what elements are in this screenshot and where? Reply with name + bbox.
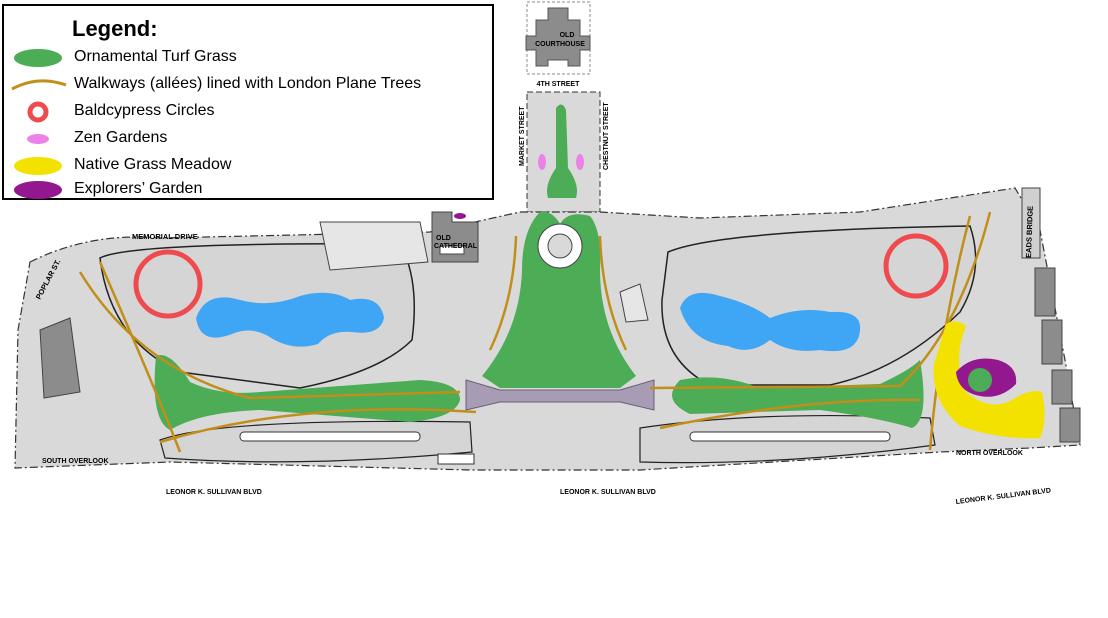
- leonor-label-2: LEONOR K. SULLIVAN BLVD: [560, 489, 656, 496]
- turf-east: [672, 360, 924, 428]
- old-cathedral-label-1: OLD: [436, 235, 451, 242]
- eads-bridge-label: EADS BRIDGE: [1024, 206, 1035, 258]
- walkways: [78, 211, 992, 453]
- pond-west: [196, 292, 384, 347]
- legend-item-meadow: Native Grass Meadow: [4, 154, 484, 178]
- legend-label-baldcypress: Baldcypress Circles: [74, 102, 215, 119]
- old-courthouse-label-2: COURTHOUSE: [535, 41, 585, 48]
- zen-garden-east: [576, 154, 584, 170]
- zen-garden-west: [538, 154, 546, 170]
- turf-swatch-icon: [14, 49, 62, 67]
- turf-west: [154, 355, 460, 430]
- legend-label-meadow: Native Grass Meadow: [74, 156, 232, 173]
- pond-east: [680, 292, 861, 352]
- baldcypress-swatch-icon: [27, 101, 49, 123]
- explorers-swatch-icon: [14, 181, 62, 199]
- old-courthouse: OLD COURTHOUSE: [525, 1, 591, 75]
- north-mall: [526, 91, 601, 213]
- legend-title: Legend:: [72, 16, 158, 41]
- zen-swatch-icon: [27, 134, 49, 144]
- legend-item-turf: Ornamental Turf Grass: [4, 46, 484, 70]
- memorial-drive-label: MEMORIAL DRIVE: [132, 232, 198, 241]
- leonor-label-1: LEONOR K. SULLIVAN BLVD: [166, 489, 262, 496]
- baldcypress-circle-west: [133, 249, 203, 319]
- meadow-swatch-icon: [14, 157, 62, 175]
- market-street-label: MARKET STREET: [519, 106, 526, 166]
- legend-label-turf: Ornamental Turf Grass: [74, 48, 237, 65]
- old-cathedral: OLD CATHEDRAL: [431, 211, 479, 263]
- plaza: [465, 379, 655, 411]
- chestnut-street-label: CHESTNUT STREET: [603, 102, 610, 170]
- fourth-street-label: 4TH STREET: [537, 81, 581, 88]
- legend: Legend: Ornamental Turf Grass Walkways (…: [2, 4, 494, 200]
- old-cathedral-label-2: CATHEDRAL: [434, 243, 478, 250]
- north-overlook-label: NORTH OVERLOOK: [956, 450, 1023, 457]
- leonor-label-3: LEONOR K. SULLIVAN BLVD: [955, 487, 1051, 506]
- baldcypress-circle-east: [883, 233, 949, 299]
- legend-label-explorers: Explorers’ Garden: [74, 180, 203, 197]
- arch-turf: [482, 211, 636, 388]
- legend-item-explorers: Explorers’ Garden: [4, 178, 484, 202]
- legend-item-baldcypress: Baldcypress Circles: [4, 100, 484, 124]
- native-grass-meadow: [933, 321, 1045, 439]
- walkway-swatch-icon: [11, 79, 67, 91]
- old-courthouse-label-1: OLD: [560, 32, 575, 39]
- legend-label-walkway: Walkways (allées) lined with London Plan…: [74, 75, 422, 92]
- south-overlook-label: SOUTH OVERLOOK: [42, 458, 109, 465]
- legend-label-zen: Zen Gardens: [74, 129, 168, 146]
- legend-item-zen: Zen Gardens: [4, 127, 484, 151]
- legend-item-walkway: Walkways (allées) lined with London Plan…: [4, 73, 484, 97]
